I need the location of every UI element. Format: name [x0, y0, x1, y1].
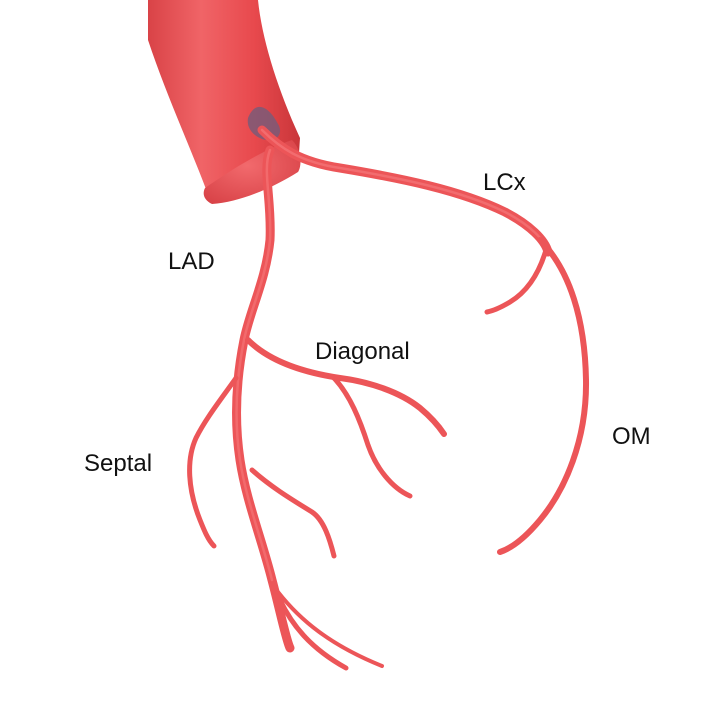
lad-label: LAD	[168, 248, 215, 275]
diagonal-vessel	[245, 337, 447, 437]
ostium	[247, 106, 281, 141]
lcx-terminal-branch	[484, 247, 549, 315]
aortic-root	[148, 0, 301, 204]
diagonal-sub-branch	[331, 375, 413, 499]
lad-distal-branch-b	[276, 590, 384, 668]
lad-distal-branch-a	[277, 597, 349, 671]
septal-label: Septal	[84, 450, 153, 477]
om-label: OM	[612, 423, 651, 450]
om-vessel	[497, 237, 590, 555]
diagonal-label: Diagonal	[315, 338, 410, 365]
lad-vessel	[232, 145, 295, 653]
vessel-tree	[187, 125, 590, 671]
septal-vessel	[187, 375, 239, 549]
lcx-label: LCx	[483, 169, 526, 196]
lad-mid-branch	[249, 467, 337, 559]
